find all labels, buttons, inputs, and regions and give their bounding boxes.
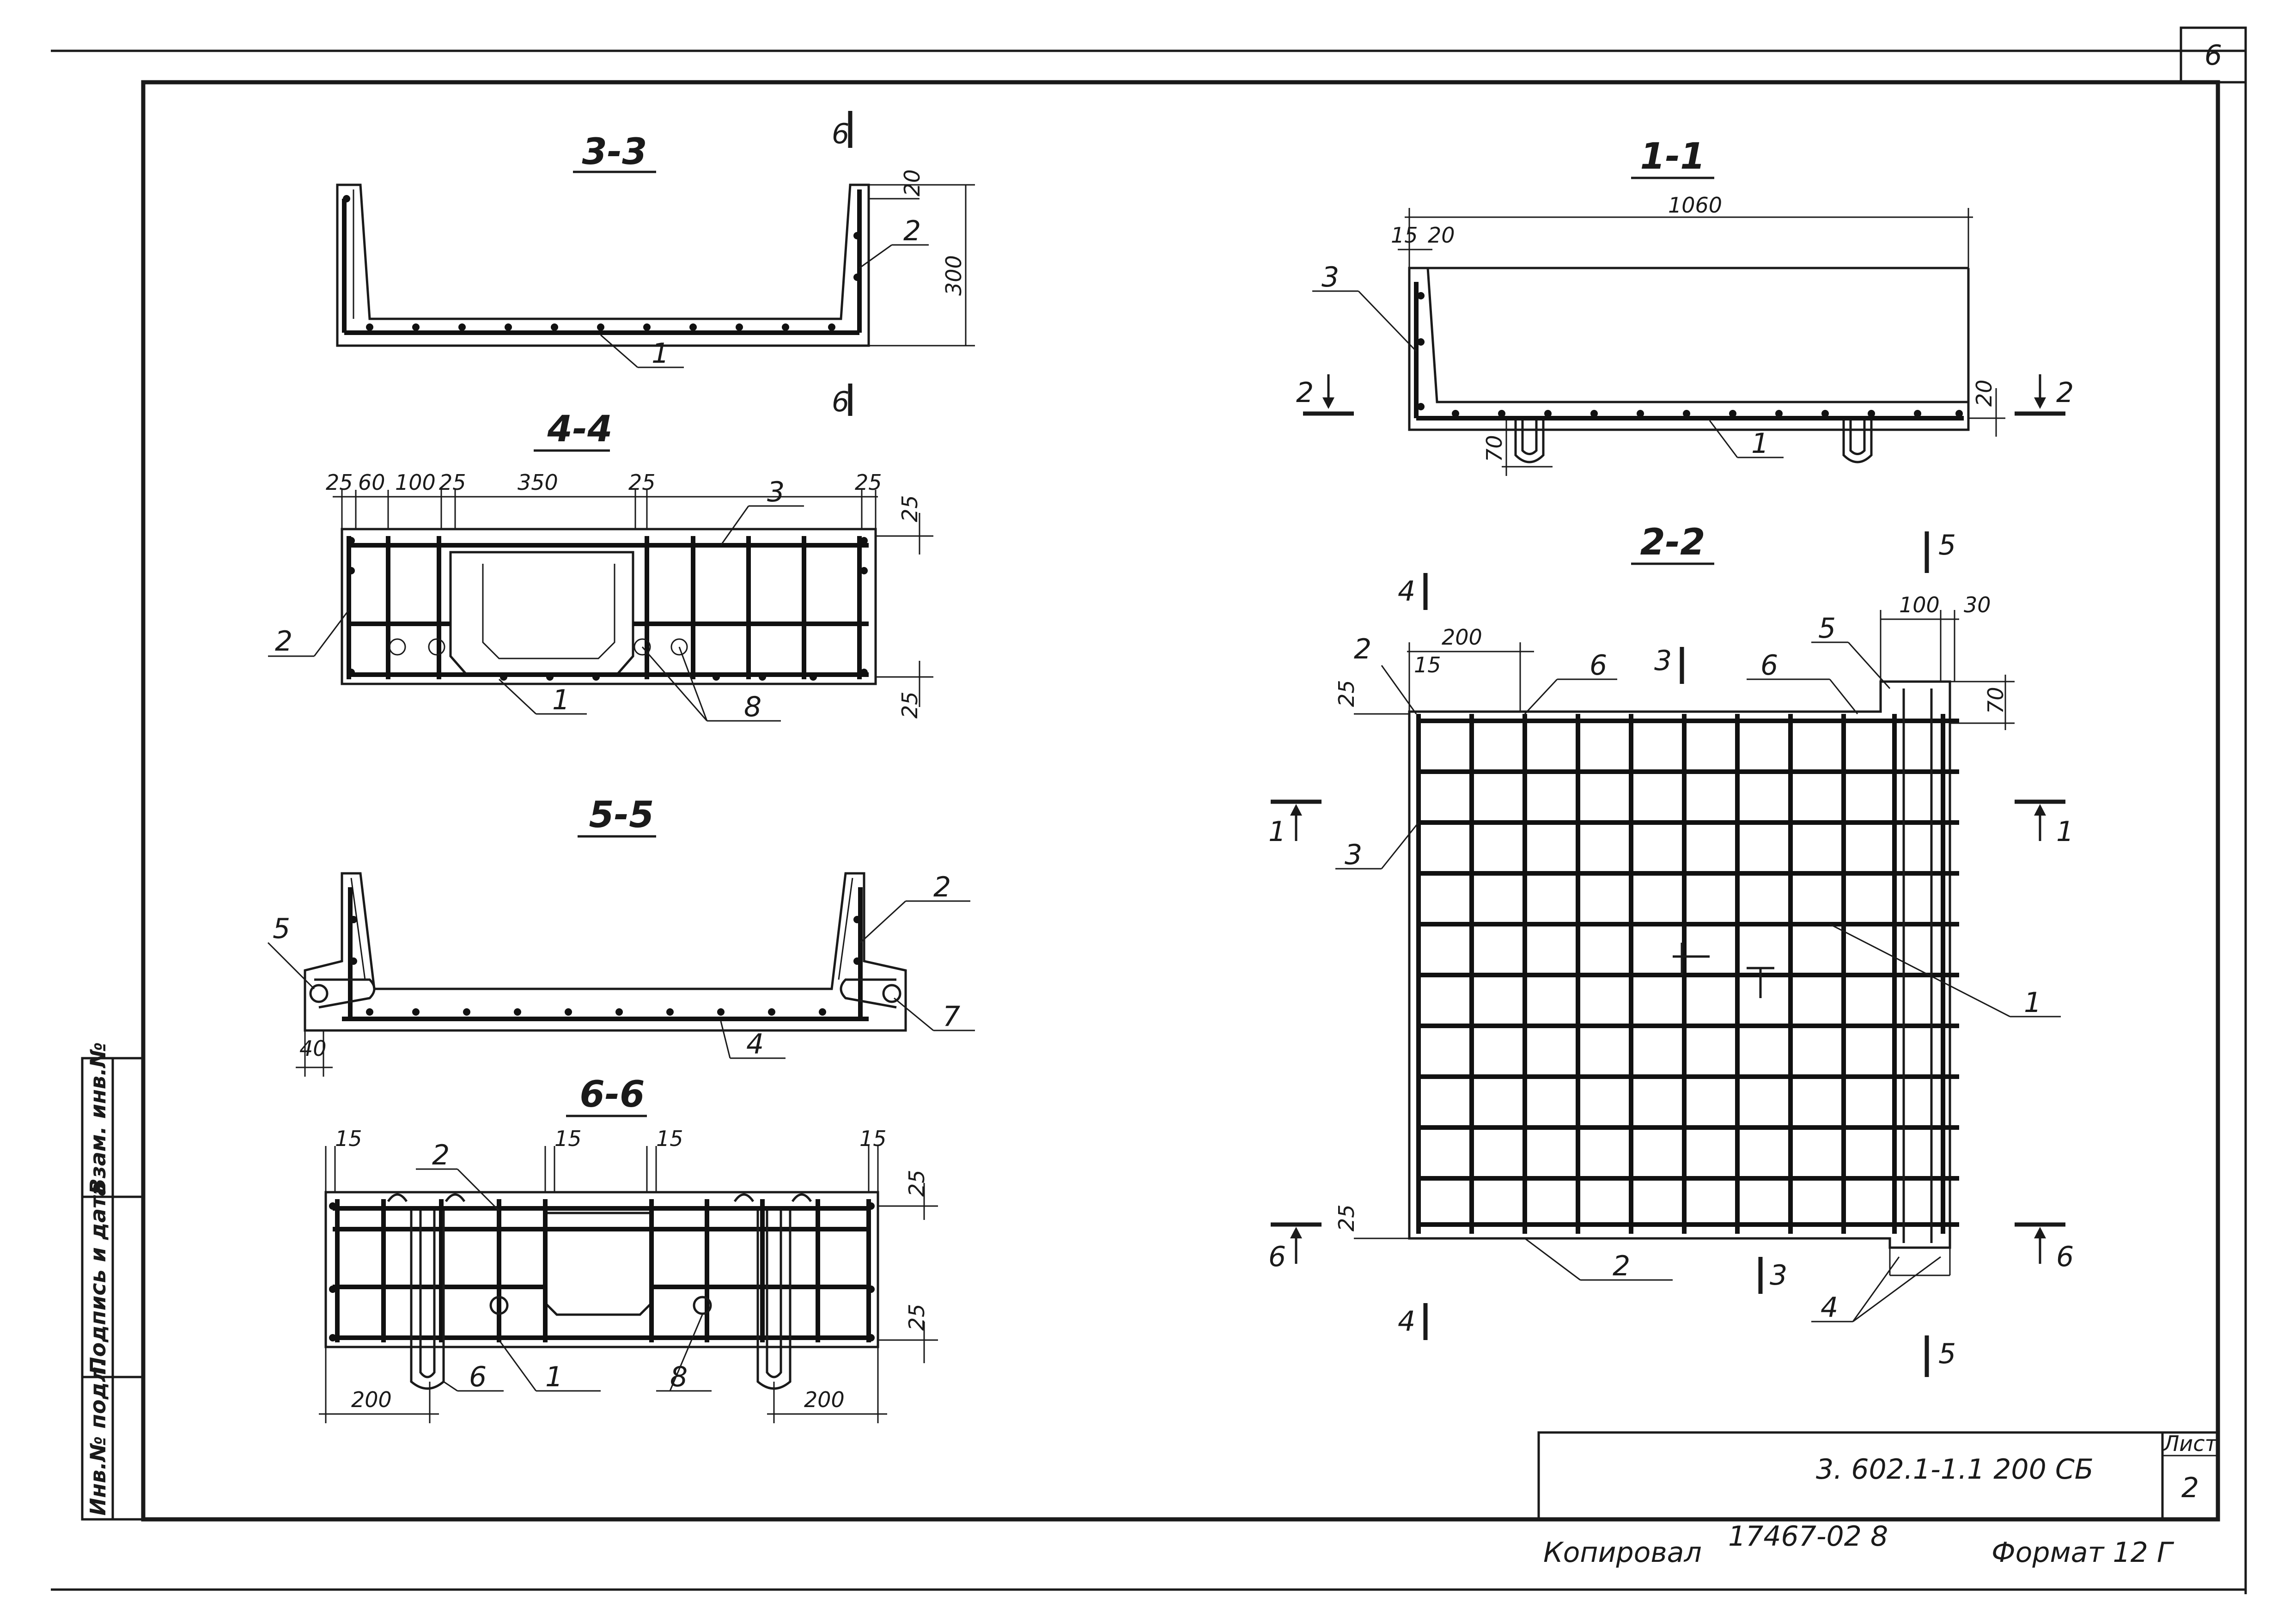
dim-25: 25 <box>326 470 353 495</box>
callout-6: 6 <box>469 1361 487 1393</box>
stamp-signature-date: Подпись и дата <box>85 1182 110 1375</box>
cut-mark-2-left: 2 <box>1296 377 1314 409</box>
designation: 3. 602.1-1.1 200 СБ <box>1816 1453 2094 1486</box>
cut-mark-6-top: 6 <box>832 118 849 150</box>
section-title: 2-2 <box>1640 522 1705 563</box>
callout-2-bottom: 2 <box>1613 1250 1630 1282</box>
dim-25: 25 <box>439 470 466 495</box>
dim-30: 30 <box>1964 592 1991 617</box>
dim-25-right: 25 <box>904 1304 929 1331</box>
sheet-frame: 6 <box>51 26 2247 1594</box>
callout-4: 4 <box>746 1028 764 1060</box>
dim-100: 100 <box>395 470 436 495</box>
section-4-4: 4-4 <box>268 408 933 723</box>
stamp-replacement-inv: Взам. инв.№ <box>85 1042 110 1194</box>
section-6-6: 6-6 <box>319 1074 938 1423</box>
cut-mark-1-left: 1 <box>1268 816 1286 848</box>
dim-15: 15 <box>656 1126 683 1151</box>
dim-25-top: 25 <box>1334 680 1359 707</box>
dim-25-right: 25 <box>904 1170 929 1197</box>
dim-1060: 1060 <box>1668 193 1722 218</box>
dim-20: 20 <box>1428 223 1455 248</box>
cut-mark-1-right: 1 <box>2056 816 2074 848</box>
dim-20: 20 <box>900 169 925 196</box>
cut-mark-3-bottom: 3 <box>1770 1259 1787 1292</box>
callout-1: 1 <box>2024 987 2041 1019</box>
dim-20-right: 20 <box>1972 379 1997 407</box>
dim-25-bottom: 25 <box>1334 1204 1359 1231</box>
section-title: 5-5 <box>589 794 654 836</box>
callout-2: 2 <box>432 1139 450 1171</box>
callout-1: 1 <box>1751 427 1769 460</box>
cut-mark-4-top: 4 <box>1398 575 1415 608</box>
dim-15: 15 <box>1414 652 1441 677</box>
callout-2: 2 <box>903 215 921 247</box>
dim-200: 200 <box>1442 625 1482 650</box>
dim-300: 300 <box>941 255 966 296</box>
section-title: 1-1 <box>1640 136 1705 177</box>
dim-40: 40 <box>299 1036 327 1061</box>
callout-2-top: 2 <box>1354 633 1371 665</box>
callout-8: 8 <box>744 691 761 723</box>
section-3-3: 3-3 6 6 20 300 1 2 <box>336 111 975 418</box>
callout-1: 1 <box>552 684 570 716</box>
dim-100: 100 <box>1899 592 1940 617</box>
callout-4: 4 <box>1821 1292 1838 1324</box>
section-5-5: 5-5 40 4 2 5 <box>267 794 975 1077</box>
dim-15: 15 <box>335 1126 362 1151</box>
dim-25-right: 25 <box>897 691 922 719</box>
cut-mark-2-right: 2 <box>2056 377 2074 409</box>
callout-5: 5 <box>273 913 290 945</box>
cut-mark-6-bottom: 6 <box>832 386 849 418</box>
order-number: 17467-02 8 <box>1728 1520 1888 1553</box>
dim-60: 60 <box>358 470 385 495</box>
dim-25-right: 25 <box>897 495 922 522</box>
dim-70: 70 <box>1482 435 1507 462</box>
cut-mark-4-bottom: 4 <box>1398 1305 1415 1338</box>
callout-3: 3 <box>1322 261 1339 293</box>
callout-1: 1 <box>545 1361 563 1393</box>
dim-15: 15 <box>859 1126 887 1151</box>
cut-mark-6-right: 6 <box>2056 1241 2074 1273</box>
callout-6-right: 6 <box>1760 649 1778 682</box>
stamp-inv-no: Инв.№ подл. <box>85 1359 110 1516</box>
cut-mark-5-top: 5 <box>1938 529 1956 561</box>
title-block: 3. 602.1-1.1 200 СБ Лист 2 Копировал 174… <box>1537 1431 2219 1569</box>
cut-mark-6-left: 6 <box>1268 1241 1286 1273</box>
side-stamp: Инв.№ подл. Подпись и дата Взам. инв.№ <box>81 1042 145 1521</box>
callout-8: 8 <box>670 1361 688 1393</box>
callout-3: 3 <box>1345 839 1362 871</box>
section-2-2: 2-2 <box>1268 522 2074 1377</box>
callout-1: 1 <box>652 337 669 370</box>
sheet-label: Лист <box>2162 1431 2218 1456</box>
callout-2: 2 <box>933 871 951 903</box>
format-label: Формат 12 Г <box>1991 1536 2174 1569</box>
callout-5: 5 <box>1818 612 1836 645</box>
dim-25: 25 <box>628 470 656 495</box>
callout-2: 2 <box>275 625 292 658</box>
cut-mark-3-top: 3 <box>1654 645 1672 677</box>
section-title: 4-4 <box>547 408 613 450</box>
dim-200-left: 200 <box>351 1387 392 1412</box>
dim-15: 15 <box>554 1126 582 1151</box>
copied-by: Копировал <box>1543 1536 1702 1569</box>
section-1-1: 1-1 1060 15 20 20 <box>1296 136 2074 476</box>
dim-25: 25 <box>855 470 882 495</box>
dim-70: 70 <box>1983 687 2008 714</box>
callout-7: 7 <box>943 1000 960 1033</box>
callout-3: 3 <box>767 476 785 508</box>
section-title: 3-3 <box>582 131 647 173</box>
dim-15: 15 <box>1391 223 1418 248</box>
section-title: 6-6 <box>580 1074 645 1115</box>
dim-200-right: 200 <box>804 1387 845 1412</box>
page-corner-number: 6 <box>2205 39 2222 72</box>
cut-mark-5-bottom: 5 <box>1938 1338 1956 1370</box>
sheet-number: 2 <box>2181 1472 2199 1504</box>
dim-350: 350 <box>518 470 558 495</box>
callout-6-left: 6 <box>1590 649 1607 682</box>
